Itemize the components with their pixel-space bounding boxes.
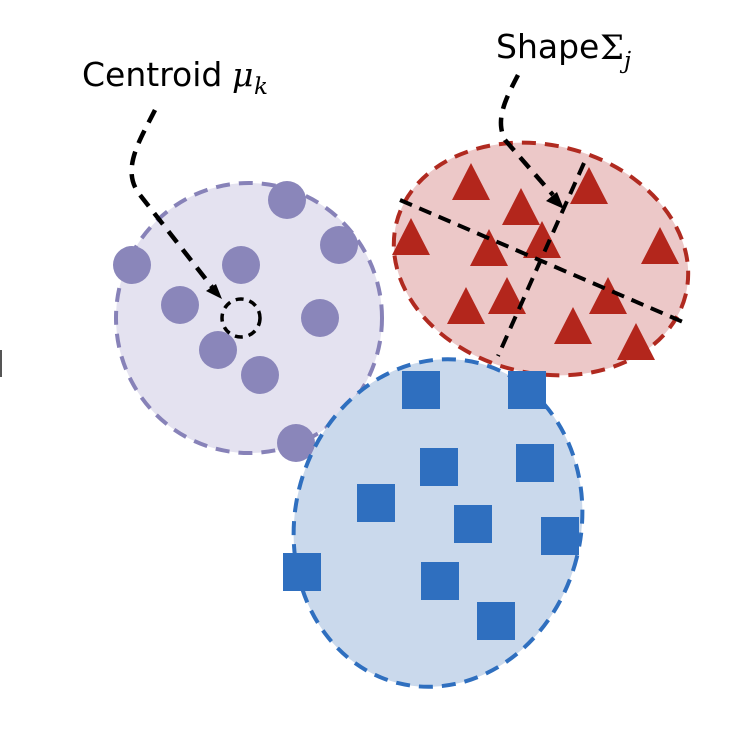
cluster-point-circle xyxy=(222,246,260,284)
centroid-subscript: k xyxy=(254,74,268,100)
cluster-point-square xyxy=(477,602,515,640)
cluster-point-triangle xyxy=(589,277,627,315)
cluster-point-square xyxy=(541,517,579,555)
cluster-red-points xyxy=(392,163,679,361)
cluster-point-circle xyxy=(113,246,151,284)
cluster-point-triangle xyxy=(554,307,592,345)
cluster-point-triangle xyxy=(447,287,485,325)
cluster-point-square xyxy=(283,553,321,591)
cluster-blue xyxy=(283,357,585,689)
cluster-point-circle xyxy=(268,181,306,219)
cluster-point-square xyxy=(357,484,395,522)
cluster-point-square xyxy=(508,371,546,409)
cluster-purple xyxy=(113,181,384,462)
cluster-point-triangle xyxy=(392,218,430,256)
shape-arrowhead xyxy=(546,192,564,209)
cluster-point-triangle xyxy=(641,227,679,265)
cluster-point-triangle xyxy=(523,221,561,259)
shape-label: Shape Σ j xyxy=(496,27,631,74)
centroid-arrow xyxy=(129,108,222,299)
shape-label-text: Shape xyxy=(496,27,599,66)
cluster-point-square xyxy=(516,444,554,482)
cluster-point-square xyxy=(454,505,492,543)
cluster-point-triangle xyxy=(488,277,526,315)
cluster-blue-points xyxy=(283,371,579,640)
cluster-point-square xyxy=(421,562,459,600)
cluster-point-circle xyxy=(277,424,315,462)
cluster-point-triangle xyxy=(452,163,490,201)
cluster-point-circle xyxy=(320,226,358,264)
centroid-arrowhead xyxy=(206,284,222,299)
shape-minor-axis xyxy=(496,162,586,357)
centroid-marker xyxy=(220,297,262,339)
centroid-label-text: Centroid xyxy=(82,55,222,94)
cluster-point-triangle xyxy=(617,323,655,361)
centroid-label: Centroid μ k xyxy=(82,55,268,100)
cluster-point-triangle xyxy=(502,188,540,226)
cluster-purple-points xyxy=(113,181,358,462)
cluster-point-triangle xyxy=(470,229,508,267)
cluster-point-circle xyxy=(161,286,199,324)
cluster-point-circle xyxy=(241,356,279,394)
cluster-point-triangle xyxy=(570,167,608,205)
cluster-point-circle xyxy=(199,331,237,369)
centroid-symbol: μ xyxy=(232,55,253,94)
cluster-point-square xyxy=(420,448,458,486)
shape-arrow xyxy=(498,73,564,209)
cluster-point-square xyxy=(402,371,440,409)
cluster-red xyxy=(391,140,691,378)
cluster-point-circle xyxy=(301,299,339,337)
shape-symbol: Σ xyxy=(600,28,624,68)
